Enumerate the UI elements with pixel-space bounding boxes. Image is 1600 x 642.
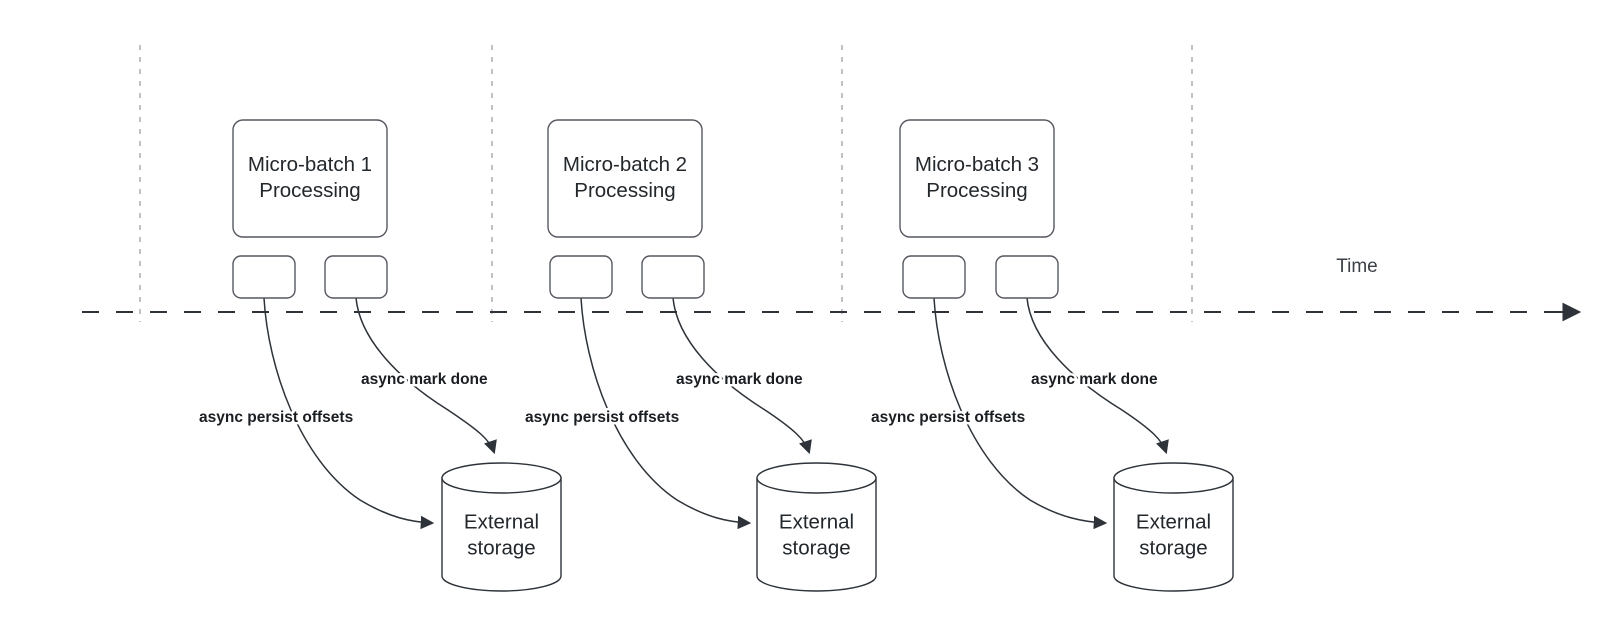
edge-persist-3 [933, 297, 1108, 530]
storage-cylinder-body-3[interactable] [1113, 477, 1234, 592]
timeline-axis: Time [82, 256, 1582, 322]
edge-label-halo-markdone-2: async mark done [676, 371, 803, 388]
edge-markdone-2 [672, 297, 812, 455]
storage-cylinder-top-3 [1113, 462, 1234, 494]
task-box-2-1[interactable] [549, 255, 613, 299]
edge-markdone-3 [1026, 297, 1169, 455]
edge-persist-2 [580, 297, 752, 530]
task-box-2-2[interactable] [641, 255, 705, 299]
storage-cylinder-top-1 [441, 462, 562, 494]
storage-cylinder-top-2 [756, 462, 877, 494]
task-box-1-1[interactable] [232, 255, 296, 299]
storage-label-line1-3: External [1136, 510, 1211, 533]
task-box-3-2[interactable] [995, 255, 1059, 299]
batch-box-label-line1-2: Micro-batch 2 [563, 153, 687, 176]
edge-label-halo-persist-1: async persist offsets [199, 409, 353, 426]
flow-edges [263, 297, 1169, 530]
task-box-3-1[interactable] [902, 255, 966, 299]
edge-label-markdone-3: async mark done [1031, 371, 1158, 388]
batch-box-2[interactable] [547, 119, 703, 238]
edge-label-persist-3: async persist offsets [871, 409, 1025, 426]
batch-box-3[interactable] [899, 119, 1055, 238]
time-axis-label: Time [1336, 256, 1378, 277]
batch-box-label-line1-3: Micro-batch 3 [915, 153, 1039, 176]
storage-label-line2-1: storage [467, 536, 535, 559]
storage-label-line2-2: storage [782, 536, 850, 559]
task-box-1-2[interactable] [324, 255, 388, 299]
batch-box-label-line2-3: Processing [926, 179, 1027, 202]
edge-label-halo-persist-3: async persist offsets [871, 409, 1025, 426]
edge-persist-1 [263, 297, 435, 530]
edge-labels: async persist offsets async persist offse… [197, 369, 1161, 429]
storage-cylinder-body-1[interactable] [441, 477, 562, 592]
storage-cylinder-body-2[interactable] [756, 477, 877, 592]
edge-label-halo-markdone-3: async mark done [1031, 371, 1158, 388]
edge-label-persist-1: async persist offsets [199, 409, 353, 426]
edge-label-markdone-1: async mark done [361, 371, 488, 388]
batch-box-label-line2-1: Processing [259, 179, 360, 202]
time-guide-lines [139, 45, 1193, 322]
storage-label-line1-2: External [779, 510, 854, 533]
edge-label-persist-2: async persist offsets [525, 409, 679, 426]
storage-label-line1-1: External [464, 510, 539, 533]
batch-box-label-line2-2: Processing [574, 179, 675, 202]
edge-label-markdone-2: async mark done [676, 371, 803, 388]
batch-box-1[interactable] [232, 119, 388, 238]
edge-label-halo-persist-2: async persist offsets [525, 409, 679, 426]
edge-label-halo-markdone-1: async mark done [361, 371, 488, 388]
batch-box-label-line1-1: Micro-batch 1 [248, 153, 372, 176]
storage-label-line2-3: storage [1139, 536, 1207, 559]
edge-markdone-1 [355, 297, 497, 455]
